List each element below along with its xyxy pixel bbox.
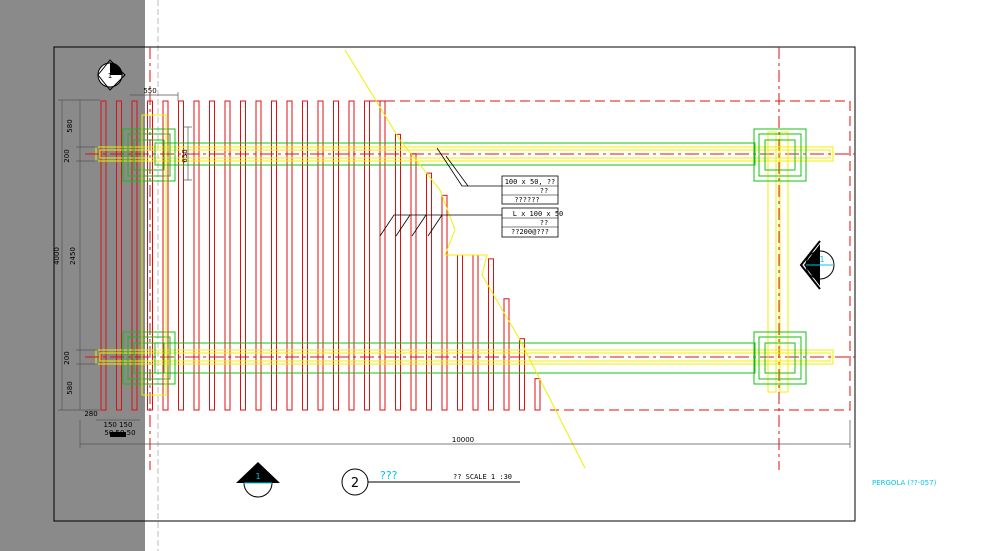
rafter [426, 172, 432, 411]
section-marker-right-label: 1 [819, 255, 824, 264]
sheet-border [53, 46, 856, 522]
callout-leaders [379, 147, 503, 237]
dimension-lines [58, 92, 851, 448]
dim-top-width: 550 [143, 87, 156, 95]
callout-1-line-1: 100 x 50, ?? [505, 178, 556, 186]
rafter [116, 100, 122, 411]
rafter [240, 100, 246, 411]
rafter [472, 254, 479, 411]
section-marker-icon: 1 [97, 59, 126, 91]
sidebar-panel [0, 0, 145, 551]
rafter [162, 100, 169, 411]
beam-right-b [779, 131, 789, 393]
rafter [131, 100, 138, 411]
rafter [488, 258, 494, 411]
rafter [395, 133, 401, 411]
dim-overall-length: 10000 [452, 436, 474, 444]
post-top-left [122, 128, 176, 182]
section-marker-bottom-label: 1 [255, 472, 260, 481]
rail-top [154, 142, 756, 166]
detail-circle-icon: 2 [341, 468, 369, 496]
dim-280: 280 [84, 410, 97, 418]
dim-150-150: 150 150 [104, 421, 133, 429]
section-marker-icon: 1 [799, 240, 835, 290]
section-marker-top-label: 1 [108, 72, 112, 80]
callout-2: L x 100 x 50 ?? ??200@??? [501, 207, 564, 238]
dim-inner-depth: 2450 [69, 247, 77, 265]
sheet-label: PERGOLA (??-057) [872, 479, 937, 487]
rafter [193, 100, 200, 411]
rafter [364, 100, 370, 411]
dim-200-top: 200 [63, 149, 71, 162]
rafter [147, 100, 153, 411]
post-width-marker [110, 432, 126, 437]
post-caps [141, 114, 167, 396]
rafter [286, 100, 293, 411]
post-bottom-right [753, 331, 807, 385]
callout-1-line-3: ?????? [514, 196, 539, 204]
detail-number: 2 [351, 476, 359, 491]
rafter [441, 194, 448, 411]
rafter [333, 100, 339, 411]
rafter [503, 298, 510, 411]
rafter [519, 338, 525, 411]
beam-right-a [767, 131, 777, 393]
callout-2-line-1: L x 100 x 50 [513, 210, 564, 218]
rafter [255, 100, 262, 411]
rafter [209, 100, 215, 411]
dim-580-bottom: 580 [66, 381, 74, 394]
rafter [317, 100, 324, 411]
rafter [271, 100, 277, 411]
drawing-scale: ?? SCALE 1 :30 [453, 473, 512, 481]
dim-overall-depth: 4000 [53, 247, 61, 265]
posts-group [122, 128, 807, 385]
dim-50-50-50: 50 50 50 [104, 429, 135, 437]
break-line [344, 49, 586, 469]
rafter [379, 100, 386, 411]
rafter [410, 153, 417, 411]
rafter [302, 100, 308, 411]
callout-2-line-2: ?? [540, 219, 548, 227]
rafter [534, 378, 541, 411]
rafter [100, 100, 107, 411]
outline-dashed-red [149, 47, 851, 470]
drawing-title: ??? [380, 469, 398, 482]
beams-group [85, 131, 855, 393]
rafter [457, 254, 463, 411]
post-top-right [753, 128, 807, 182]
section-marker-icon: 1 [236, 462, 280, 498]
post-bottom-left [122, 331, 176, 385]
rail-bottom [154, 342, 756, 374]
rafter [348, 100, 355, 411]
dim-top-offset: 650 [181, 149, 189, 162]
callout-1: 100 x 50, ?? ?? ?????? [501, 175, 559, 205]
dim-200-bottom: 200 [63, 351, 71, 364]
rafter [224, 100, 231, 411]
callout-1-line-2: ?? [540, 187, 548, 195]
rafters-group [100, 100, 541, 411]
callout-2-line-3: ??200@??? [511, 228, 549, 236]
dim-580-top: 580 [66, 119, 74, 132]
rafter [178, 100, 184, 411]
